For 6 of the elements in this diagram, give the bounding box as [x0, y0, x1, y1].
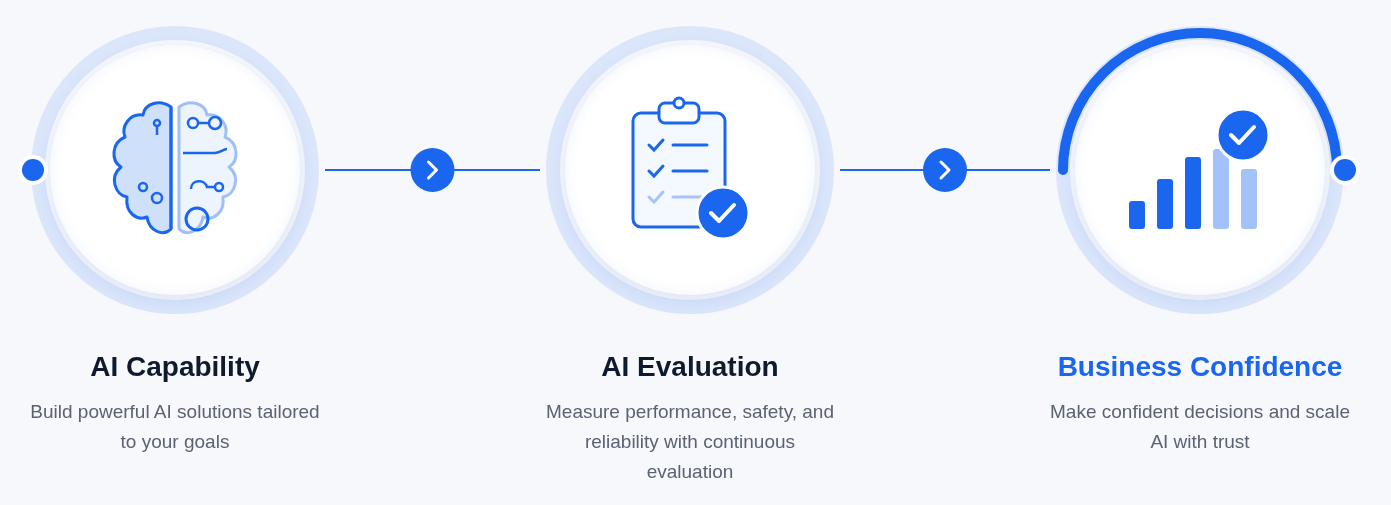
step-title: AI Evaluation: [601, 351, 779, 383]
step-description: Make confident decisions and scale AI with trust: [1050, 400, 1350, 454]
step-title: Business Confidence: [1057, 351, 1343, 383]
step-description: Measure performance, safety, and reliability with continuous evaluation: [545, 400, 835, 484]
step-description: Build powerful AI solutions tailored to your goals: [29, 400, 321, 454]
step-title: AI Capability: [90, 351, 260, 383]
